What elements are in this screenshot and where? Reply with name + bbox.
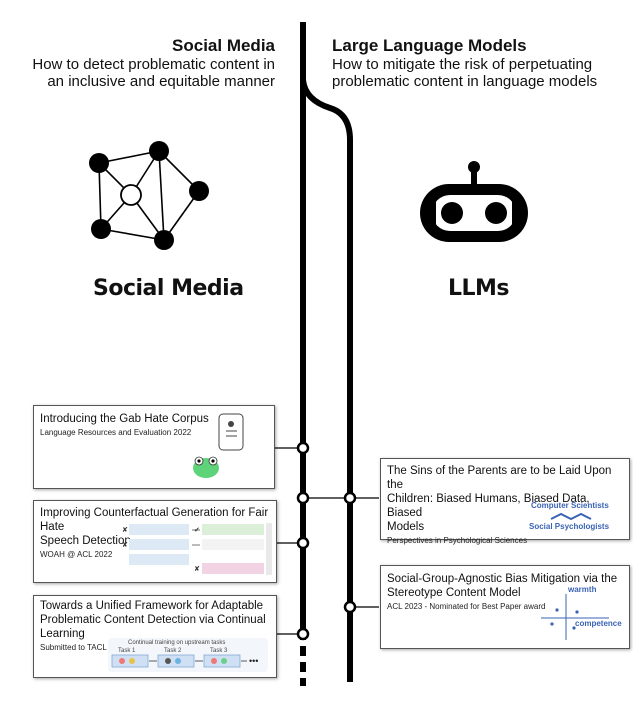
logo-social-psychologists: Social Psychologists <box>529 522 610 531</box>
card-title-2: Stereotype Content Model <box>387 587 521 599</box>
handshake-icon <box>550 512 592 521</box>
card-title-1: Towards a Unified Framework for Adaptabl… <box>40 600 264 612</box>
card-sins-of-the-parents[interactable]: The Sins of the Parents are to be Laid U… <box>380 458 630 545</box>
svg-text:✘: ✘ <box>122 526 128 534</box>
card-gab-hate-corpus[interactable]: Introducing the Gab Hate Corpus Language… <box>33 405 275 489</box>
card-title-3: Learning <box>40 628 85 640</box>
right-subtitle-1: How to mitigate the risk of perpetuating <box>332 56 593 73</box>
task-2-label: Task 2 <box>164 648 182 654</box>
social-media-label: Social Media <box>93 276 244 301</box>
task-1-label: Task 1 <box>118 648 136 654</box>
right-heading: Large Language Models <box>332 36 527 55</box>
card-venue: ACL 2023 - Nominated for Best Paper awar… <box>387 602 546 611</box>
card-venue: Perspectives in Psychological Sciences <box>387 536 528 545</box>
svg-text:✘: ✘ <box>194 565 200 573</box>
timeline-node <box>296 441 310 455</box>
scm-axes-figure <box>541 594 609 640</box>
card-title-1: The Sins of the Parents are to be Laid U… <box>387 465 612 491</box>
timeline-node <box>343 491 357 505</box>
svg-text:•••: ••• <box>249 656 258 666</box>
right-header: Large Language Models How to mitigate th… <box>332 36 622 90</box>
card-counterfactual[interactable]: Improving Counterfactual Generation for … <box>33 500 277 583</box>
right-subtitle-2: problematic content in language models <box>332 73 598 90</box>
card-unified-framework[interactable]: Towards a Unified Framework for Adaptabl… <box>33 595 277 678</box>
card-bias-mitigation[interactable]: Social-Group-Agnostic Bias Mitigation vi… <box>380 565 630 649</box>
card-venue: Submitted to TACL <box>40 643 107 652</box>
card-title-3: Models <box>387 521 425 533</box>
counterfactual-figure: ✘ ✘ ✔ ✘ <box>122 523 272 575</box>
svg-text:✔: ✔ <box>194 527 200 534</box>
card-title-2: Speech Detection <box>40 535 131 547</box>
timeline-node <box>343 600 357 614</box>
task-3-label: Task 3 <box>210 648 228 654</box>
timeline-node <box>296 627 310 641</box>
timeline-node <box>296 491 310 505</box>
gab-frog-icon <box>193 413 244 478</box>
card-title: Introducing the Gab Hate Corpus <box>40 413 209 425</box>
left-header: Social Media How to detect problematic c… <box>5 36 275 90</box>
card-venue: WOAH @ ACL 2022 <box>40 550 113 559</box>
card-venue: Language Resources and Evaluation 2022 <box>40 428 192 437</box>
logo-computer-scientists: Computer Scientists <box>531 501 609 510</box>
llms-label: LLMs <box>448 276 510 301</box>
axis-competence-label: competence <box>575 619 622 628</box>
right-timeline <box>300 79 353 682</box>
svg-text:✘: ✘ <box>122 541 128 549</box>
axis-warmth-label: warmth <box>568 585 597 594</box>
task-boxes: ••• <box>111 654 258 668</box>
continual-figure: Continual training on upstream tasks Tas… <box>108 638 268 672</box>
card-title-2: Children: Biased Humans, Biased Data, Bi… <box>387 493 590 519</box>
left-heading: Social Media <box>172 36 275 55</box>
figure-caption: Continual training on upstream tasks <box>128 640 226 646</box>
left-subtitle-1: How to detect problematic content in <box>32 56 275 73</box>
card-title-2: Problematic Content Detection via Contin… <box>40 614 266 626</box>
left-subtitle-2: an inclusive and equitable manner <box>47 73 275 90</box>
timeline-node <box>296 536 310 550</box>
card-title-1: Improving Counterfactual Generation for … <box>40 507 269 533</box>
card-title-1: Social-Group-Agnostic Bias Mitigation vi… <box>387 573 618 585</box>
